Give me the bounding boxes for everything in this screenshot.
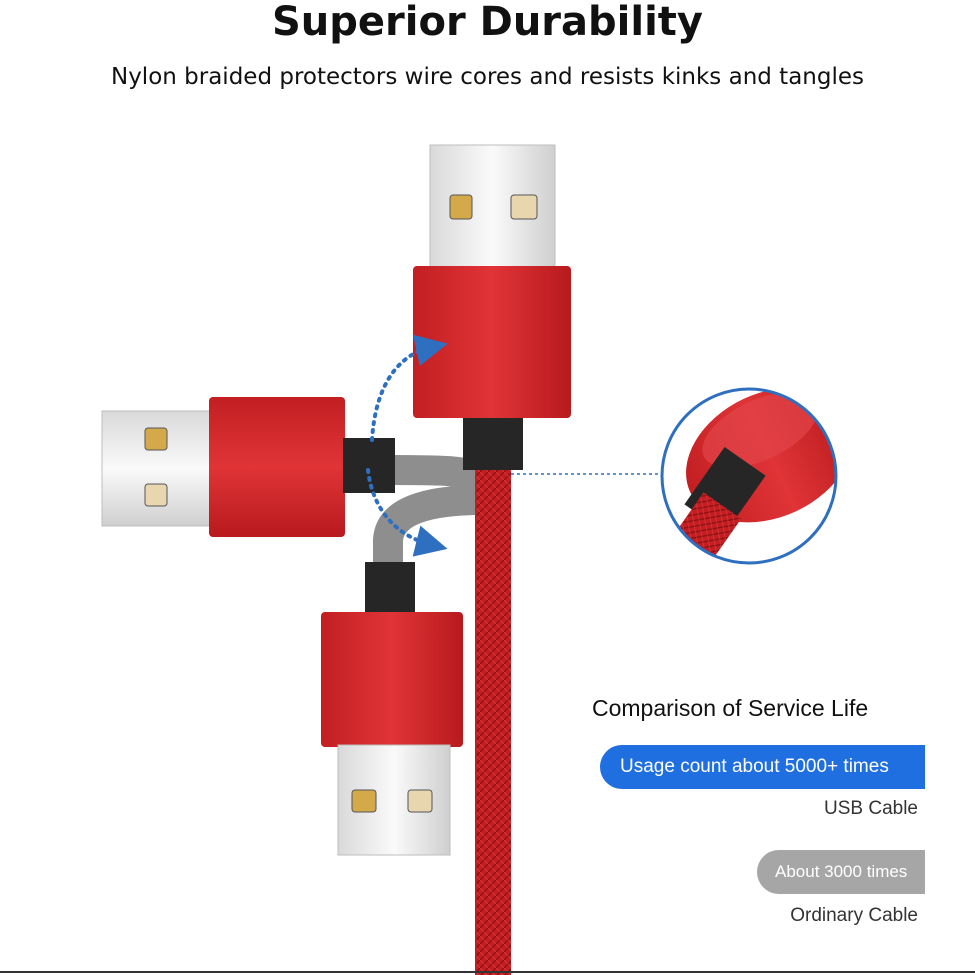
page-subtitle: Nylon braided protectors wire cores and … (110, 64, 864, 90)
bottom-usb-connector (321, 562, 463, 856)
ordinary-cable-caption: Ordinary Cable (790, 905, 918, 926)
gray-cable-upper (389, 455, 492, 493)
usb-usage-bar: Usage count about 5000+ times (600, 745, 925, 789)
usb-cable-caption: USB Cable (824, 798, 918, 819)
ordinary-usage-bar: About 3000 times (757, 850, 925, 894)
left-usb-connector (101, 397, 395, 537)
page-title: Superior Durability (272, 0, 703, 45)
braided-cable (475, 465, 511, 975)
usb-pin (351, 789, 377, 813)
bottom-divider (0, 971, 975, 973)
usb-pin (144, 483, 168, 507)
usb-pin (407, 789, 433, 813)
zoom-detail-circle (660, 387, 838, 565)
top-usb-connector (413, 144, 571, 470)
rotation-arrow-down (366, 468, 448, 557)
usb-pin (510, 194, 538, 220)
usb-pin (144, 427, 168, 451)
usb-pin (449, 194, 473, 220)
comparison-title: Comparison of Service Life (592, 695, 869, 721)
rotation-arrow-up (370, 334, 448, 442)
gray-cable-lower (373, 485, 483, 575)
